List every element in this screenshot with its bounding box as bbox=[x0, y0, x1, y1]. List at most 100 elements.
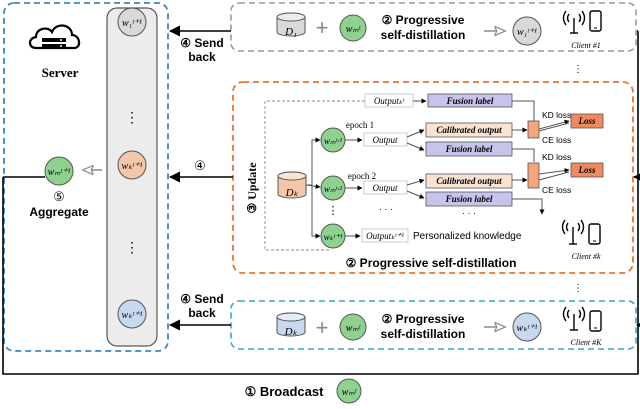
model-w2: wₘᵗ·² bbox=[320, 175, 346, 201]
loss-box-1 bbox=[570, 113, 604, 129]
mid-dots-model: ⋮ bbox=[328, 205, 339, 217]
output-next-box bbox=[361, 228, 409, 243]
global-model-label: wₘᵗ⁺¹ bbox=[48, 167, 71, 178]
kd1-to-loss bbox=[538, 119, 570, 130]
client-top-plus: + bbox=[316, 15, 329, 40]
model-w1: wₘᵗ·¹ bbox=[320, 127, 346, 153]
fan-line-3 bbox=[311, 185, 321, 239]
client-bottom-result-model: wₖᵗ⁺¹ bbox=[512, 312, 542, 342]
client-top-dataset-label: D₁ bbox=[284, 26, 297, 38]
server-model-K-label: wₖᵗ⁺¹ bbox=[122, 310, 143, 321]
update-label: ③ Update bbox=[245, 162, 259, 214]
server-model-k-label: wₖᵗ⁺¹ bbox=[122, 161, 143, 172]
broadcast-model: wₘᵗ bbox=[336, 378, 362, 404]
client-bottom-phone-icon bbox=[589, 310, 602, 332]
client-top-global-label: wₘᵗ bbox=[346, 24, 362, 35]
client-bottom-step-2: self-distillation bbox=[381, 327, 466, 341]
kd-box-2 bbox=[527, 162, 540, 189]
server-panel bbox=[3, 2, 169, 352]
client-top-antenna-icon bbox=[562, 10, 586, 34]
client-bottom-dataset-label: Dₖ bbox=[284, 326, 298, 338]
loss-label-2: Loss bbox=[577, 165, 596, 175]
client-bottom-plus: + bbox=[316, 315, 329, 340]
mid-dots-fusion: · · · bbox=[462, 208, 476, 218]
output-next-label: Outputₖᵗ⁺¹ bbox=[366, 231, 404, 241]
server-model-1-label: w₁ᵗ⁺¹ bbox=[122, 18, 142, 29]
output-2-box bbox=[363, 180, 408, 195]
update-step-label: ④ bbox=[194, 158, 206, 173]
server-dots-2: ⋮ bbox=[125, 239, 139, 255]
fusion2-to-next bbox=[512, 198, 545, 215]
server-label: Server bbox=[42, 65, 79, 80]
client-top-phone-icon bbox=[589, 10, 602, 32]
aggregate-label: Aggregate bbox=[29, 205, 89, 219]
client-top-step-1: ② Progressive bbox=[382, 13, 465, 27]
calibrated-box-2 bbox=[425, 173, 513, 189]
ce-loss-2: CE loss bbox=[542, 185, 571, 195]
client-top-global-model: wₘᵗ bbox=[339, 14, 367, 42]
client-top-label: Client #1 bbox=[571, 41, 601, 50]
server-model-K: wₖᵗ⁺¹ bbox=[117, 299, 147, 329]
output-2-to-fusion bbox=[406, 190, 425, 199]
client-bottom-global-model: wₘᵗ bbox=[339, 313, 367, 341]
client-mid-title: ② Progressive self-distillation bbox=[346, 256, 517, 270]
client-mid-dataset-label: Dₖ bbox=[285, 187, 299, 199]
client-mid-phone-icon bbox=[588, 223, 601, 245]
aggregate-step: ⑤ bbox=[53, 189, 65, 204]
personalized-knowledge: Personalized knowledge bbox=[413, 231, 522, 242]
model-w1-label: wₘᵗ·¹ bbox=[324, 136, 342, 146]
fusion-label-2: Fusion label bbox=[445, 194, 493, 204]
fan-line-2 bbox=[305, 183, 321, 189]
output-1-to-calibrated bbox=[406, 129, 425, 138]
output-1-to-fusion bbox=[406, 142, 425, 151]
epoch1-label: epoch 1 bbox=[346, 120, 374, 130]
fan-line-1 bbox=[306, 137, 321, 186]
client-mid-label: Client #k bbox=[571, 252, 601, 261]
output-2-to-calibrated bbox=[406, 178, 425, 186]
global-model: wₘᵗ⁺¹ bbox=[44, 156, 74, 186]
output-prev-label: Outputₖᵗ bbox=[374, 96, 405, 106]
mid-dashed-bracket bbox=[264, 100, 365, 251]
calibrated-label-2: Calibrated output bbox=[436, 176, 502, 186]
kd-loss-2: KD loss bbox=[542, 152, 571, 162]
fusion1-to-kd2 bbox=[512, 148, 535, 162]
send-back-top-line1: ④ Send bbox=[180, 36, 223, 50]
fusion-0-to-kd bbox=[512, 100, 535, 121]
send-back-bottom-line2: back bbox=[188, 306, 216, 320]
output-1-label: Output bbox=[372, 135, 398, 145]
model-w2-label: wₘᵗ·² bbox=[324, 184, 342, 194]
client-top-panel bbox=[230, 2, 637, 52]
loss-box-2 bbox=[570, 162, 604, 178]
broadcast-line bbox=[2, 31, 639, 375]
client-bottom-global-label: wₘᵗ bbox=[346, 323, 362, 334]
broadcast-model-label: wₘᵗ bbox=[342, 387, 358, 398]
loss-label-1: Loss bbox=[577, 116, 596, 126]
output-2-label: Output bbox=[372, 183, 398, 193]
client-top-step-2: self-distillation bbox=[381, 28, 466, 42]
client-top-result-label: w₁ᵗ⁺¹ bbox=[517, 27, 537, 38]
client-bottom-antenna-icon bbox=[562, 306, 586, 331]
server-model-k: wₖᵗ⁺¹ bbox=[117, 150, 147, 180]
kd2-to-loss bbox=[538, 168, 570, 175]
server-dots-1: ⋮ bbox=[125, 109, 139, 125]
broadcast-label: ① Broadcast bbox=[245, 384, 325, 399]
fusion-label-1: Fusion label bbox=[445, 144, 493, 154]
calibrated-label-1: Calibrated output bbox=[436, 125, 502, 135]
client-top-result-model: w₁ᵗ⁺¹ bbox=[512, 16, 542, 46]
cloud-server-icon bbox=[28, 24, 81, 50]
client-bottom-dataset: Dₖ bbox=[276, 312, 306, 338]
client-bottom-result-label: wₖᵗ⁺¹ bbox=[517, 323, 538, 334]
client-top-dataset: D₁ bbox=[276, 12, 306, 38]
kd-loss-1: KD loss bbox=[542, 110, 571, 120]
server-model-1: w₁ᵗ⁺¹ bbox=[117, 7, 147, 37]
ce2-to-loss bbox=[538, 171, 570, 181]
fusion-label-0: Fusion label bbox=[446, 96, 494, 106]
client-gap-dots-bottom: ⋮ bbox=[573, 283, 583, 294]
mid-dots-output: · · · bbox=[379, 204, 393, 214]
model-wk-next: wₖᵗ⁺¹ bbox=[320, 223, 346, 249]
ce1-to-loss bbox=[538, 122, 570, 132]
client-mid-antenna-icon bbox=[561, 219, 585, 245]
output-1-box bbox=[363, 132, 408, 147]
client-bottom-label: Client #K bbox=[571, 338, 603, 347]
